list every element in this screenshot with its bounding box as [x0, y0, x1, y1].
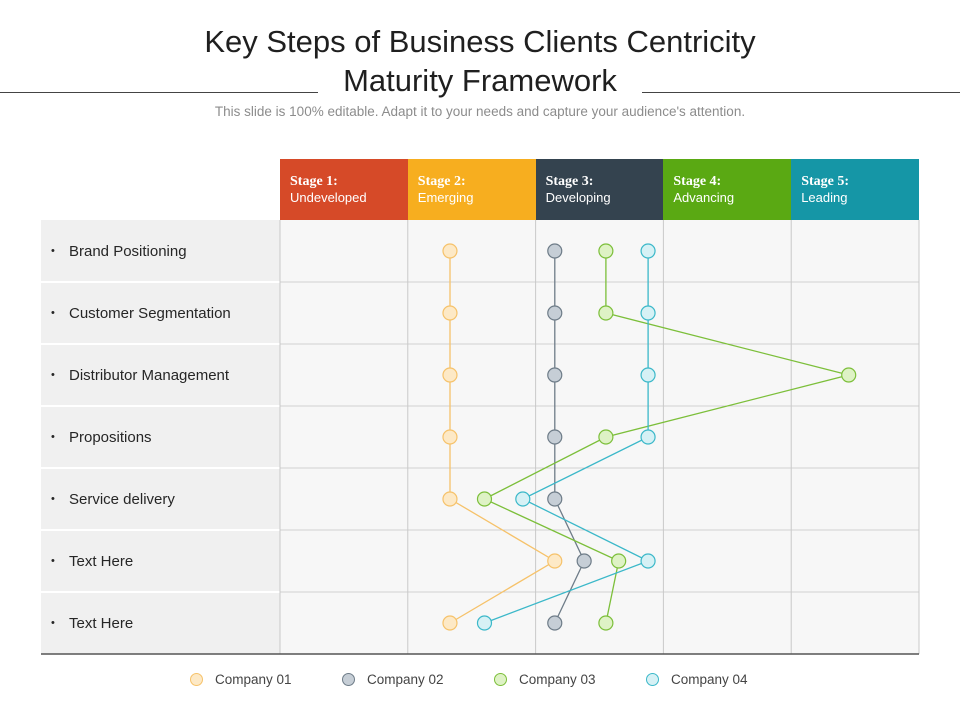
stage-subtitle: Undeveloped: [290, 190, 367, 205]
bullet-icon: •: [51, 493, 55, 505]
legend-circle-icon: [494, 672, 507, 686]
data-point-company-4: [515, 491, 531, 507]
row-label: • Distributor Management: [41, 344, 280, 406]
stage-title: Stage 4:: [673, 174, 722, 189]
row-label-text: Brand Positioning: [69, 242, 187, 260]
bullet-icon: •: [51, 307, 55, 319]
legend-label: Company 02: [367, 671, 444, 687]
stage-subtitle: Leading: [801, 190, 848, 205]
series-line-company-1: [449, 251, 557, 624]
data-point-company-4: [640, 367, 656, 383]
legend-label: Company 04: [671, 671, 748, 687]
legend-item: Company 04: [646, 668, 748, 690]
data-point-company-1: [547, 553, 563, 569]
stage-header-5: Stage 5:Leading: [791, 159, 919, 220]
data-point-company-2: [547, 429, 563, 445]
slide-title: Key Steps of Business Clients Centricity…: [0, 22, 960, 100]
bullet-icon: •: [51, 431, 55, 443]
data-point-company-2: [576, 553, 592, 569]
slide-title-line-2: Maturity Framework: [343, 63, 617, 98]
data-point-company-4: [476, 615, 493, 631]
row-label-text: Distributor Management: [69, 366, 230, 384]
data-point-company-3: [611, 553, 627, 569]
series-line-company-3: [483, 251, 849, 624]
slide-subtitle: This slide is 100% editable. Adapt it to…: [214, 104, 746, 119]
data-point-company-4: [640, 243, 656, 259]
row-label: • Text Here: [41, 592, 280, 654]
row-label-text: Text Here: [69, 614, 134, 632]
title-rule-right: [642, 92, 960, 93]
stage-title: Stage 2:: [417, 174, 466, 189]
data-point-company-2: [547, 305, 563, 321]
data-point-company-3: [476, 491, 493, 507]
bullet-icon: •: [51, 555, 55, 567]
data-point-company-3: [598, 243, 614, 259]
stage-subtitle: Developing: [545, 190, 611, 205]
bullet-icon: •: [51, 369, 55, 381]
data-point-company-1: [442, 367, 458, 383]
data-point-company-1: [442, 429, 458, 445]
stage-header-4: Stage 4:Advancing: [663, 159, 792, 220]
data-point-company-4: [640, 429, 656, 445]
legend-item: Company 02: [342, 668, 444, 690]
stage-subtitle: Emerging: [417, 190, 474, 205]
data-point-company-3: [598, 615, 614, 631]
stage-header-2: Stage 2:Emerging: [407, 159, 536, 220]
data-point-company-2: [547, 491, 563, 507]
data-point-company-1: [442, 305, 458, 321]
row-label-text: Propositions: [69, 428, 152, 446]
data-point-company-3: [598, 429, 614, 445]
legend-circle-icon: [190, 672, 203, 686]
stage-title: Stage 5:: [801, 174, 850, 189]
data-point-company-1: [442, 615, 458, 631]
legend-circle-icon: [646, 672, 659, 686]
legend-item: Company 01: [190, 668, 292, 690]
data-point-company-4: [640, 305, 656, 321]
slide-title-line-1: Key Steps of Business Clients Centricity: [204, 24, 756, 59]
row-label: • Service delivery: [41, 468, 280, 530]
series-line-company-4: [484, 251, 650, 624]
row-label: • Propositions: [41, 406, 280, 468]
row-label: • Text Here: [41, 530, 280, 592]
legend-label: Company 03: [519, 671, 596, 687]
row-label-text: Text Here: [69, 552, 134, 570]
legend-item: Company 03: [494, 668, 596, 690]
stage-header-1: Stage 1:Undeveloped: [280, 159, 408, 220]
stage-subtitle: Advancing: [673, 190, 735, 205]
row-label-text: Service delivery: [69, 490, 175, 508]
legend-circle-icon: [342, 672, 355, 686]
legend-label: Company 01: [215, 671, 292, 687]
data-point-company-3: [598, 305, 614, 321]
data-point-company-1: [442, 491, 458, 507]
data-point-company-1: [442, 243, 458, 259]
row-label-text: Customer Segmentation: [69, 304, 231, 322]
title-rule-left: [0, 92, 318, 93]
bullet-icon: •: [51, 245, 55, 257]
data-point-company-2: [547, 615, 563, 631]
data-point-company-4: [640, 553, 656, 569]
row-label: • Brand Positioning: [41, 220, 280, 282]
row-label: • Customer Segmentation: [41, 282, 280, 344]
bullet-icon: •: [51, 617, 55, 629]
stage-header-3: Stage 3:Developing: [535, 159, 664, 220]
data-point-company-2: [547, 243, 563, 259]
data-point-company-3: [841, 367, 857, 383]
stage-title: Stage 3:: [545, 174, 594, 189]
stage-title: Stage 1:: [290, 174, 338, 189]
data-point-company-2: [547, 367, 563, 383]
